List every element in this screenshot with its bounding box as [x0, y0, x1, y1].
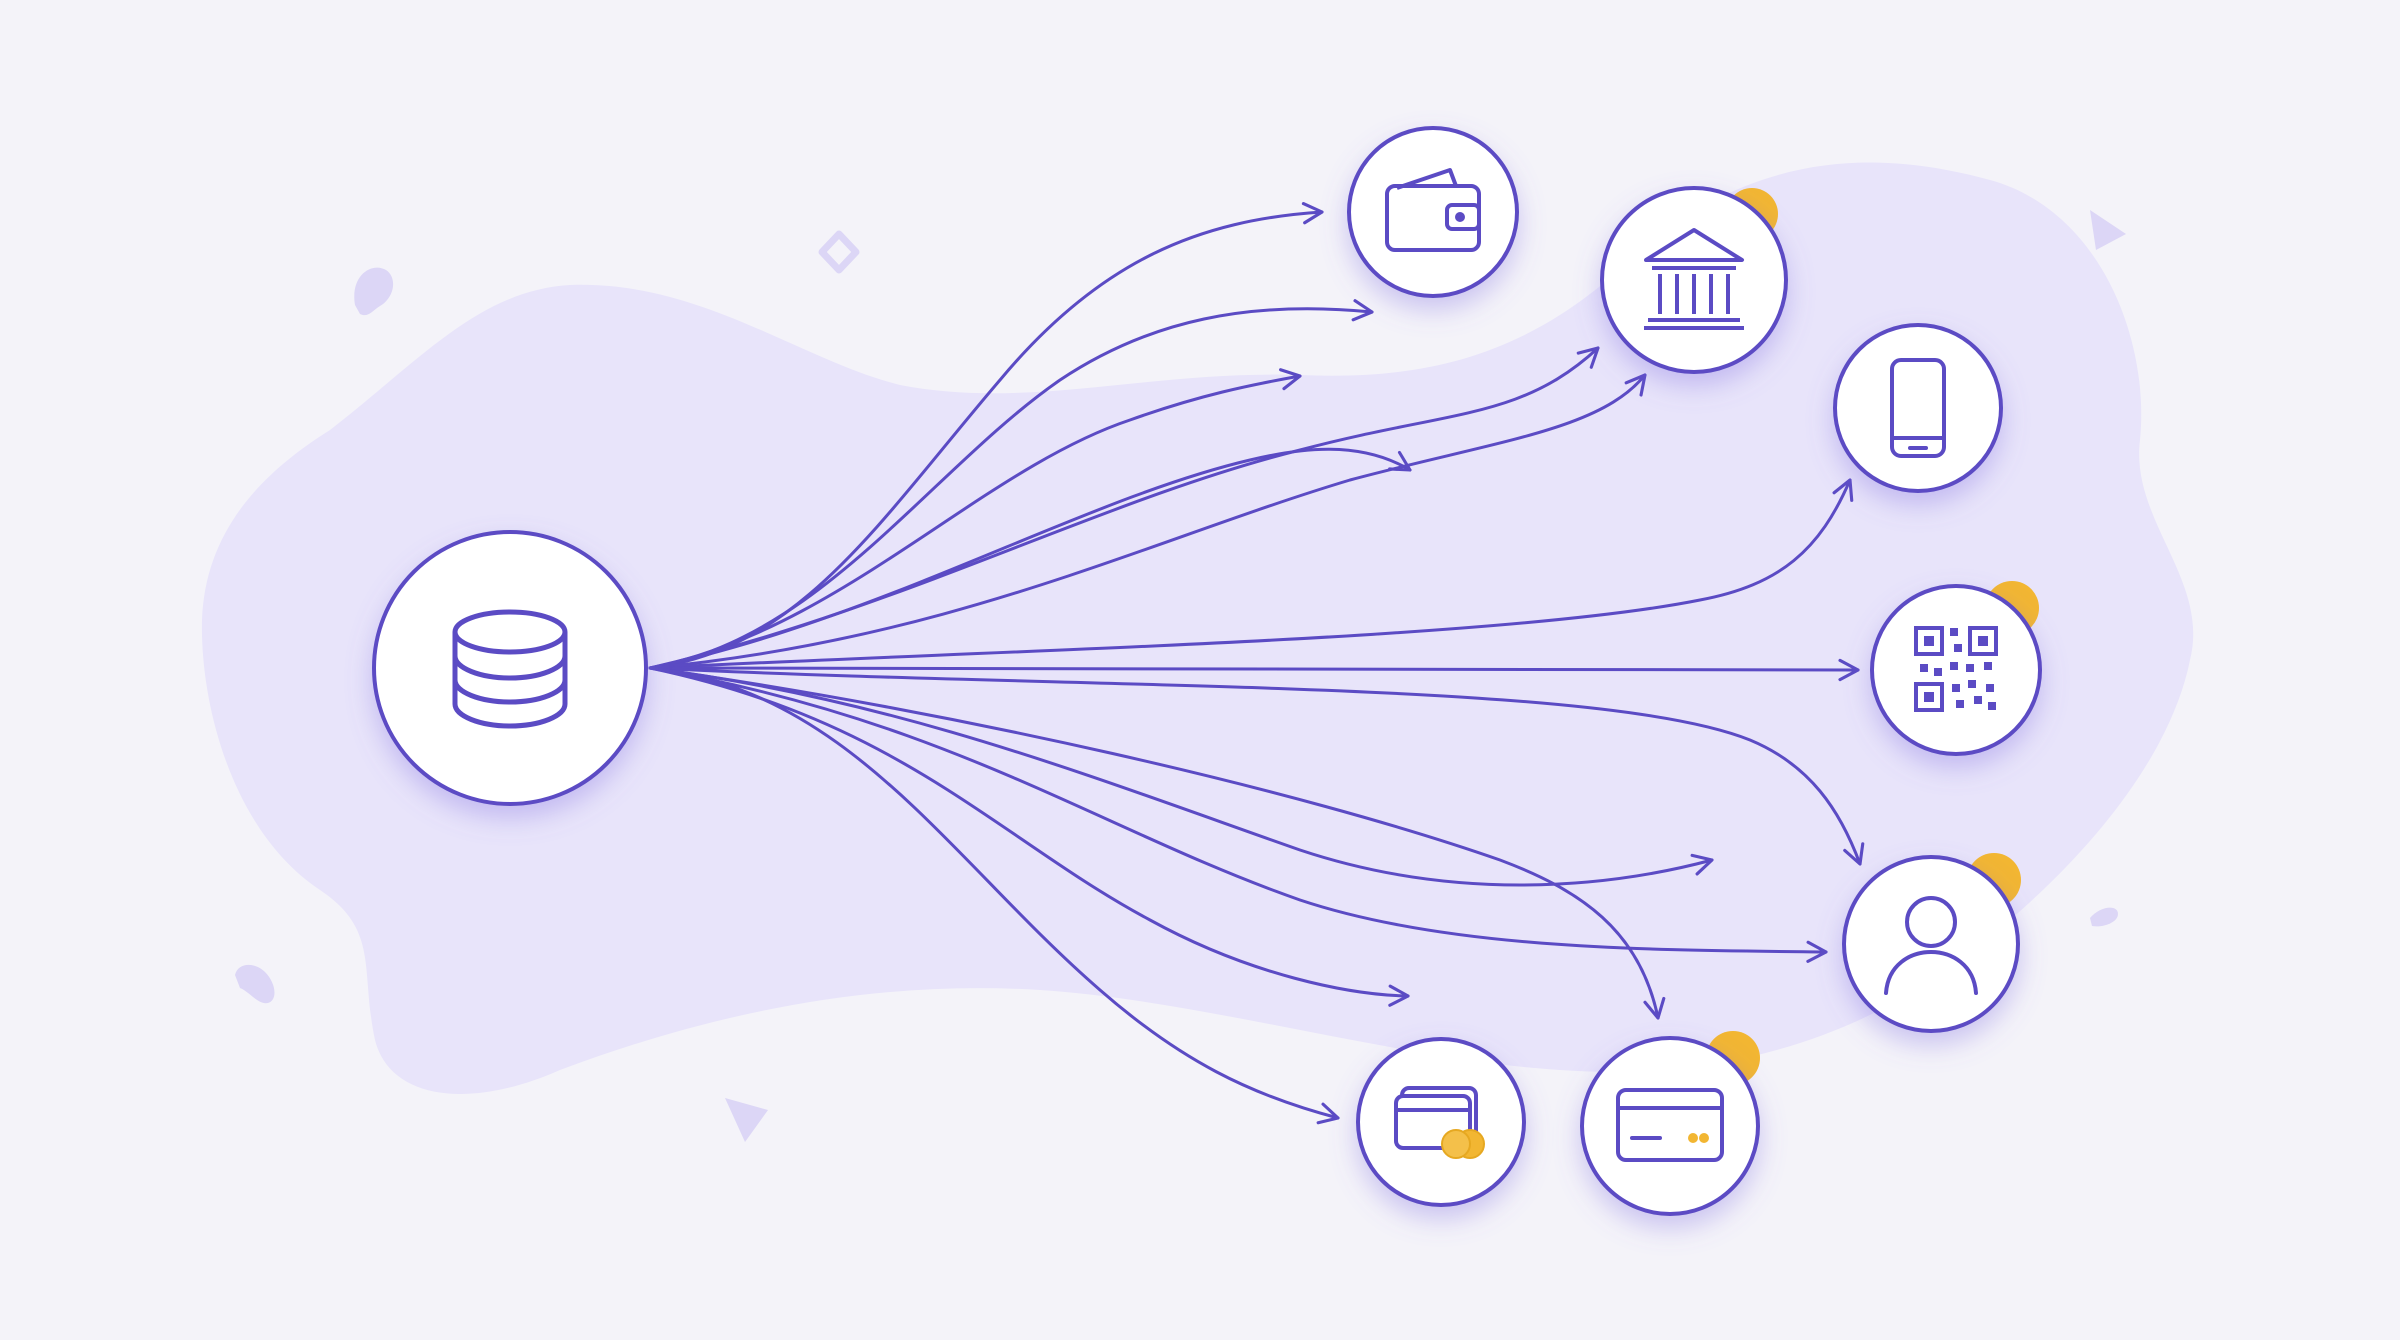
database-icon [452, 609, 568, 729]
destination-node-mobile[interactable] [1833, 323, 2003, 493]
bank-icon [1644, 228, 1744, 330]
destination-node-card-cash[interactable] [1356, 1037, 1526, 1207]
flow-arrow-12 [648, 666, 1410, 1007]
flow-arrow-3 [648, 368, 1302, 670]
flow-arrow-8 [648, 658, 1860, 682]
flow-arrow-9 [648, 666, 1865, 866]
source-node[interactable] [372, 530, 648, 806]
decor-blob-left [354, 267, 394, 316]
destination-node-bank[interactable] [1600, 186, 1788, 374]
decor-triangle-right [2090, 210, 2126, 250]
decor-dash-right [2090, 907, 2118, 927]
flow-arrow-11 [648, 666, 1828, 963]
destination-node-credit-card[interactable] [1580, 1031, 1760, 1216]
flow-arrow-5 [648, 346, 1600, 670]
credit-card-icon [1616, 1088, 1724, 1162]
flow-arrow-13 [648, 666, 1666, 1020]
decor-diamond [818, 230, 860, 274]
qr-code-icon [1914, 626, 1998, 712]
destination-node-qr[interactable] [1870, 581, 2042, 756]
decor-blob-bottom-left [235, 964, 275, 1004]
smartphone-icon [1890, 358, 1946, 458]
flow-arrow-10 [648, 666, 1714, 887]
destination-node-user[interactable] [1842, 853, 2021, 1033]
wallet-icon [1385, 168, 1481, 252]
card-with-coins-icon [1394, 1086, 1485, 1159]
decor-triangle-bottom [725, 1098, 768, 1142]
destination-node-wallet[interactable] [1347, 126, 1519, 298]
flow-arrow-6 [648, 373, 1647, 670]
flow-arrow-2 [648, 299, 1374, 670]
flow-arrow-14 [648, 666, 1340, 1125]
flow-arrow-7 [648, 478, 1854, 670]
flow-arrows [648, 202, 1865, 1125]
user-icon [1884, 896, 1978, 995]
